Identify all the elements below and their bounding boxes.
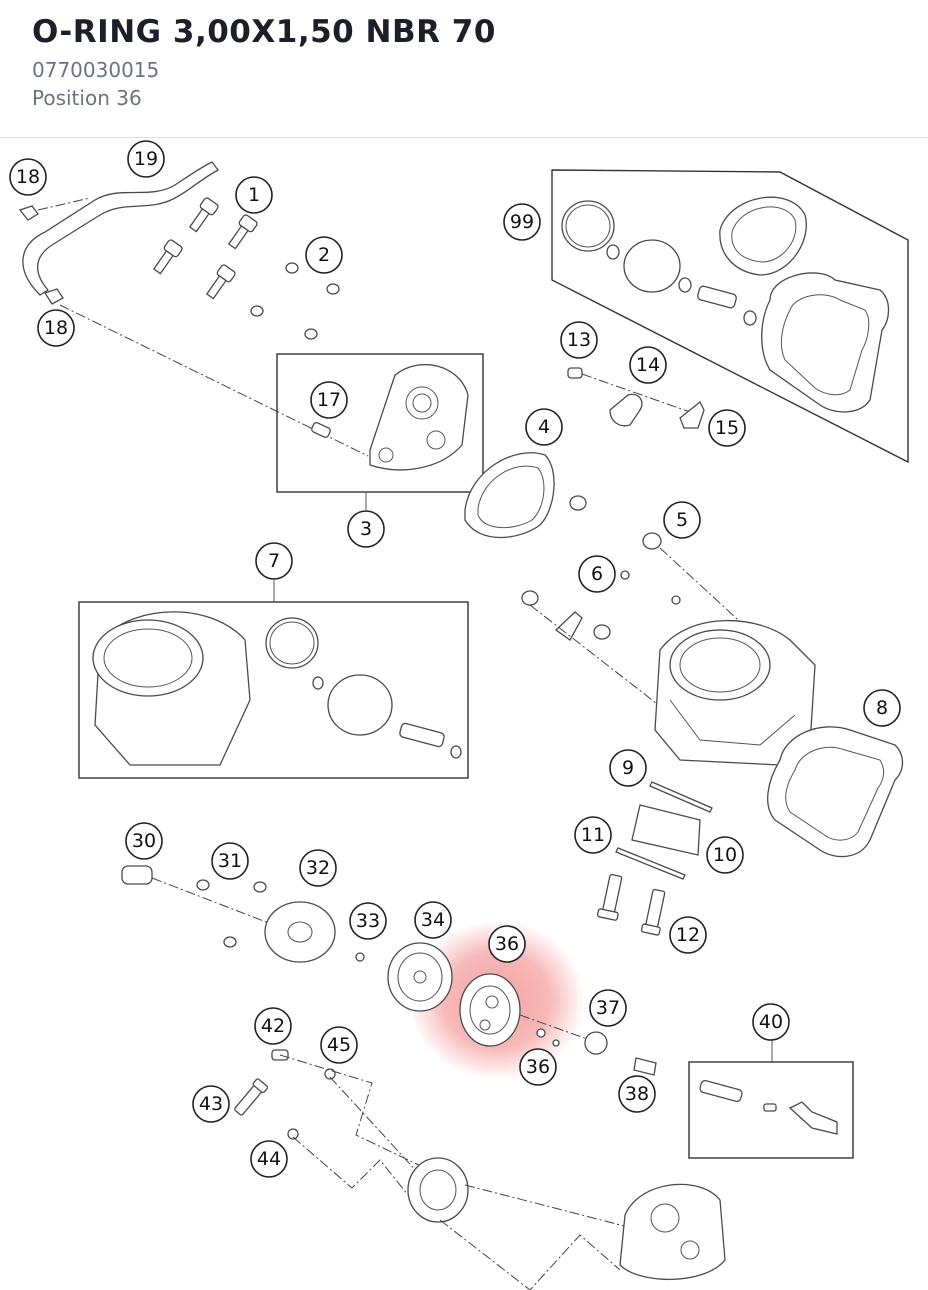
head-gasket-4: [464, 452, 555, 539]
page-header: O-RING 3,00X1,50 NBR 70 0770030015 Posit…: [0, 0, 928, 138]
callout-99[interactable]: 99: [503, 203, 541, 241]
callout-19[interactable]: 19: [127, 140, 165, 178]
svg-text:45: 45: [327, 1034, 351, 1056]
callout-38[interactable]: 38: [618, 1075, 656, 1113]
callout-40[interactable]: 40: [752, 1003, 790, 1041]
callout-34[interactable]: 34: [414, 901, 452, 939]
svg-text:6: 6: [591, 563, 603, 585]
gasket-kit-box: [551, 169, 909, 464]
svg-text:99: 99: [510, 211, 534, 233]
callout-3[interactable]: 3: [347, 510, 385, 548]
washer-group-2: [250, 262, 340, 340]
position-label: Position 36: [32, 86, 142, 110]
callout-2[interactable]: 2: [305, 236, 343, 274]
gasket-kit-parts: [561, 196, 890, 413]
callout-13[interactable]: 13: [560, 321, 598, 359]
svg-text:15: 15: [715, 417, 739, 439]
svg-text:17: 17: [317, 389, 341, 411]
base-gasket-8: [767, 726, 904, 858]
cylinder-head-box: [276, 353, 484, 493]
valve-kit-box: [688, 1061, 854, 1159]
svg-text:36: 36: [495, 933, 519, 955]
svg-text:32: 32: [306, 857, 330, 879]
svg-text:30: 30: [132, 830, 156, 852]
svg-text:31: 31: [218, 850, 242, 872]
svg-text:37: 37: [596, 997, 620, 1019]
lower-assembly: [234, 1049, 726, 1290]
callout-45[interactable]: 45: [320, 1026, 358, 1064]
cylinder-kit-parts: [92, 611, 462, 766]
callout-33[interactable]: 33: [349, 902, 387, 940]
svg-text:4: 4: [538, 416, 550, 438]
svg-text:18: 18: [44, 317, 68, 339]
callout-1[interactable]: 1: [235, 176, 273, 214]
callout-8[interactable]: 8: [863, 689, 901, 727]
callout-44[interactable]: 44: [250, 1140, 288, 1178]
exploded-parts-diagram: 1 2 3 4 5 6 7 8 9 10 11 12 13 14 15 17 1…: [9, 140, 909, 1290]
svg-text:36: 36: [526, 1056, 550, 1078]
callout-9[interactable]: 9: [609, 749, 647, 787]
pump-housing-position-36: [459, 973, 591, 1047]
svg-text:7: 7: [268, 550, 280, 572]
svg-text:11: 11: [581, 824, 605, 846]
svg-text:12: 12: [676, 924, 700, 946]
nuts-5-6: [521, 495, 761, 711]
svg-text:34: 34: [421, 909, 445, 931]
svg-text:5: 5: [676, 509, 688, 531]
svg-text:9: 9: [622, 757, 634, 779]
valve-kit-parts: [699, 1080, 838, 1135]
callout-5[interactable]: 5: [663, 501, 701, 539]
svg-text:13: 13: [567, 329, 591, 351]
svg-text:33: 33: [356, 910, 380, 932]
water-pump-cover-parts: [121, 865, 453, 1012]
oring-spring-parts: [584, 1031, 657, 1076]
hose-assembly: [18, 161, 369, 457]
callout-12[interactable]: 12: [669, 916, 707, 954]
svg-text:10: 10: [713, 844, 737, 866]
callout-32[interactable]: 32: [299, 849, 337, 887]
callout-37[interactable]: 37: [589, 989, 627, 1027]
callout-10[interactable]: 10: [706, 836, 744, 874]
callout-11[interactable]: 11: [574, 816, 612, 854]
cylinder: [654, 619, 816, 766]
part-number: 0770030015: [32, 58, 160, 82]
callout-6[interactable]: 6: [578, 555, 616, 593]
svg-text:3: 3: [360, 518, 372, 540]
svg-text:42: 42: [261, 1015, 285, 1037]
callout-14[interactable]: 14: [629, 346, 667, 384]
svg-text:19: 19: [134, 148, 158, 170]
bolt-group-1: [152, 197, 258, 300]
svg-text:38: 38: [625, 1083, 649, 1105]
svg-text:2: 2: [318, 244, 330, 266]
callout-15[interactable]: 15: [708, 409, 746, 447]
svg-text:44: 44: [257, 1148, 281, 1170]
callout-7[interactable]: 7: [255, 542, 293, 580]
callout-18-bottom[interactable]: 18: [37, 309, 75, 347]
bearing-parts: [596, 781, 713, 936]
svg-text:43: 43: [199, 1093, 223, 1115]
svg-text:8: 8: [876, 697, 888, 719]
callout-43[interactable]: 43: [192, 1085, 230, 1123]
callout-42[interactable]: 42: [254, 1007, 292, 1045]
callout-18-top[interactable]: 18: [9, 158, 47, 196]
callout-36-bottom[interactable]: 36: [519, 1048, 557, 1086]
callout-4[interactable]: 4: [525, 408, 563, 446]
svg-text:14: 14: [636, 354, 660, 376]
part-title: O-RING 3,00X1,50 NBR 70: [32, 14, 496, 50]
svg-text:18: 18: [16, 166, 40, 188]
callout-30[interactable]: 30: [125, 822, 163, 860]
callout-17[interactable]: 17: [310, 381, 348, 419]
callout-31[interactable]: 31: [211, 842, 249, 880]
svg-text:1: 1: [248, 184, 260, 206]
exhaust-bracket-parts: [567, 367, 705, 429]
svg-text:40: 40: [759, 1011, 783, 1033]
cylinder-head: [311, 363, 469, 471]
callout-36-top[interactable]: 36: [488, 925, 526, 963]
